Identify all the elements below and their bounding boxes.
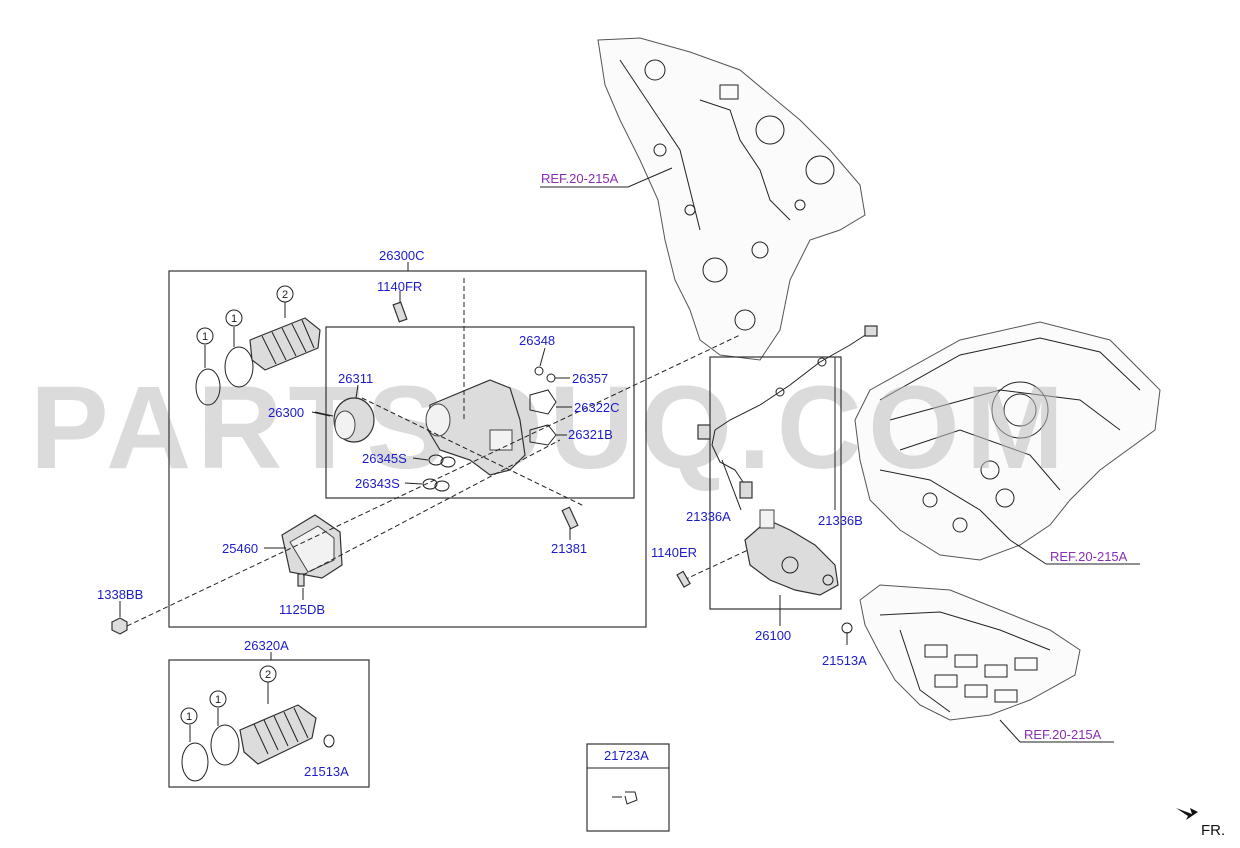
oil-pan-upper-drawing	[854, 321, 1161, 561]
seal-26343s-b	[434, 480, 450, 492]
timing-cover-drawing	[597, 37, 866, 361]
label-21513a-kit[interactable]: 21513A	[304, 764, 349, 779]
label-1338bb[interactable]: 1338BB	[97, 587, 143, 602]
label-1140er[interactable]: 1140ER	[651, 545, 697, 560]
oil-pump-wiring-box	[709, 356, 842, 610]
o-ring-small	[224, 346, 254, 388]
arrow-icon	[1176, 808, 1198, 820]
gasket-26322c	[529, 389, 557, 415]
reference-timing-cover[interactable]: REF.20-215A	[541, 171, 619, 186]
svg-text:2: 2	[282, 289, 288, 301]
plug-21723a-box	[586, 743, 670, 832]
label-26311[interactable]: 26311	[338, 371, 373, 386]
plug-21723a	[612, 791, 638, 805]
label-21381[interactable]: 21381	[551, 541, 587, 556]
label-26321b[interactable]: 26321B	[568, 427, 613, 442]
bolt-1140fr	[392, 301, 408, 323]
oil-filter-element	[249, 317, 321, 371]
callout-1-b: 1	[225, 309, 243, 327]
label-26348[interactable]: 26348	[519, 333, 555, 348]
oil-cooler	[281, 514, 343, 587]
reference-oil-pan-upper[interactable]: REF.20-215A	[1050, 549, 1128, 564]
svg-text:1: 1	[231, 313, 237, 325]
oil-filter-cap	[333, 397, 375, 443]
o-ring-kit-large	[181, 742, 209, 782]
callout-1-c: 1	[180, 707, 198, 725]
label-26357[interactable]: 26357	[572, 371, 608, 386]
label-21513a[interactable]: 21513A	[822, 653, 867, 668]
callout-2-b: 2	[259, 665, 277, 683]
wiring-harness	[697, 325, 878, 499]
label-26343s[interactable]: 26343S	[355, 476, 400, 491]
watermark: PARTSOUQ.COM	[30, 362, 1070, 494]
label-21336a[interactable]: 21336A	[686, 509, 731, 524]
washer-26348	[534, 366, 544, 376]
label-26345s[interactable]: 26345S	[362, 451, 407, 466]
svg-text:1: 1	[186, 711, 192, 723]
svg-text:1: 1	[215, 694, 221, 706]
oil-pump	[744, 509, 839, 596]
label-1125db[interactable]: 1125DB	[279, 602, 325, 617]
label-21723a[interactable]: 21723A	[604, 748, 649, 763]
bolt-1140er	[676, 570, 691, 588]
label-26320a[interactable]: 26320A	[244, 638, 289, 653]
callout-1-a: 1	[196, 327, 214, 345]
seal-ring-21513a	[841, 622, 853, 634]
oil-filter-housing	[425, 379, 526, 476]
label-1140fr[interactable]: 1140FR	[377, 279, 422, 294]
callout-1-d: 1	[209, 690, 227, 708]
gasket-26321b	[529, 424, 557, 446]
reference-oil-pan-lower[interactable]: REF.20-215A	[1024, 727, 1102, 742]
front-label: FR.	[1201, 822, 1225, 839]
seal-26345s-b	[440, 456, 456, 468]
oil-filter-service-kit-box	[168, 659, 370, 788]
oil-filter-housing-box	[325, 326, 635, 499]
bolt-21381	[561, 506, 579, 530]
label-25460[interactable]: 25460	[222, 541, 258, 556]
seal-26345s-a	[428, 454, 444, 466]
front-direction-indicator: FR.	[1176, 808, 1225, 839]
label-26300[interactable]: 26300	[268, 405, 304, 420]
seal-ring-kit	[323, 734, 335, 748]
label-21336b[interactable]: 21336B	[818, 513, 863, 528]
oil-filter-element-kit	[239, 704, 317, 765]
label-26322c[interactable]: 26322C	[574, 400, 620, 415]
o-ring-large	[195, 368, 221, 406]
callout-2-a: 2	[276, 285, 294, 303]
svg-text:2: 2	[265, 669, 271, 681]
seal-26343s-a	[422, 478, 438, 490]
oil-pan-lower-drawing	[859, 584, 1081, 721]
label-26300c[interactable]: 26300C	[379, 248, 425, 263]
label-26100[interactable]: 26100	[755, 628, 791, 643]
o-ring-kit-small	[210, 724, 240, 766]
nut-1338bb	[111, 617, 128, 635]
svg-text:1: 1	[202, 331, 208, 343]
